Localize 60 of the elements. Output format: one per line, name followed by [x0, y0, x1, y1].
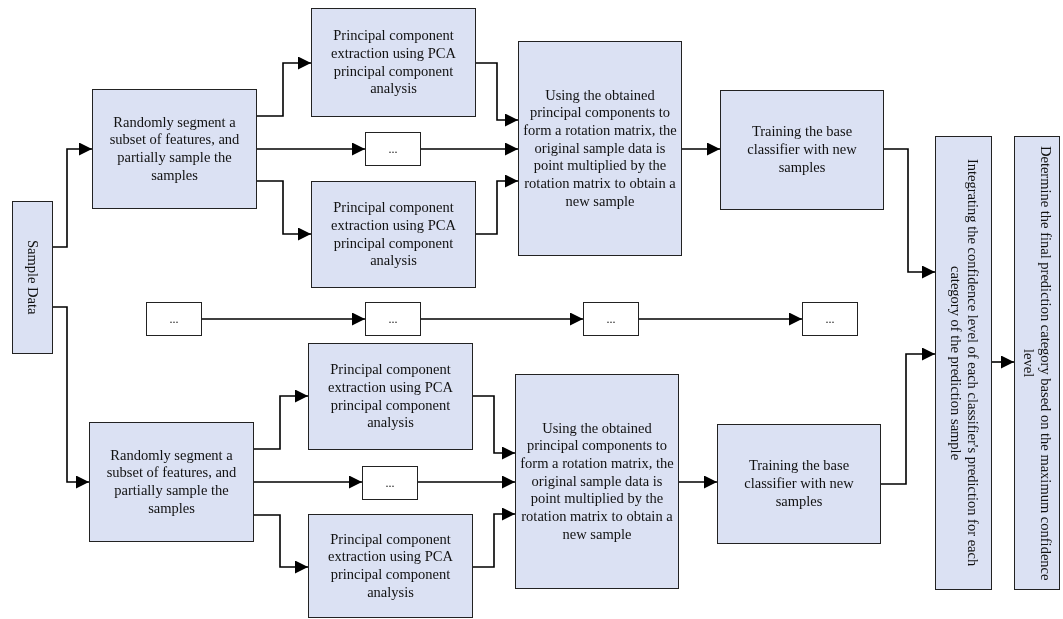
arrow: [638, 312, 803, 326]
arrow: [256, 180, 312, 241]
arrow: [883, 148, 936, 279]
placeholder-box: [583, 302, 639, 336]
process-box: [308, 343, 473, 450]
process-box: [515, 374, 679, 589]
box-text: Sample Data: [24, 240, 42, 315]
box-text: Randomly segment a subset of features, and partially sample the samples: [105, 446, 238, 518]
arrow: [417, 475, 516, 489]
arrow: [880, 347, 936, 485]
box-text: Using the obtained principal components to form a rotation matrix, the original sample data is point multiplied by the rotation matrix to obtain a new sample: [523, 86, 677, 211]
arrow: [475, 174, 519, 235]
box-text: Using the obtained principal components to form a rotation matrix, the original sample data is point multiplied by the rotation matrix to obtain a new sample: [520, 419, 674, 544]
box-text: ...: [385, 475, 395, 491]
arrow: [201, 312, 366, 326]
process-box: [720, 90, 884, 210]
arrow: [472, 507, 516, 568]
process-box: [935, 136, 992, 590]
arrow: [256, 56, 312, 117]
arrow: [52, 306, 90, 489]
arrow: [472, 395, 516, 460]
arrow: [420, 142, 519, 156]
arrow: [256, 142, 366, 156]
placeholder-box: [362, 466, 418, 500]
process-box: [12, 201, 53, 354]
process-box: [311, 181, 476, 288]
box-text: Training the base classifier with new samples: [743, 457, 855, 511]
arrow: [420, 312, 584, 326]
process-box: [89, 422, 254, 542]
box-text: Integrating the confidence level of each classifier's prediction for each category of the prediction sample: [946, 158, 981, 569]
arrow: [253, 389, 309, 450]
box-text: Principal component extraction using PCA principal component analysis: [330, 199, 457, 270]
arrow: [253, 475, 363, 489]
process-box: [308, 514, 473, 618]
box-text: Training the base classifier with new samples: [746, 123, 858, 177]
placeholder-box: [802, 302, 858, 336]
arrow: [678, 475, 718, 489]
process-box: [518, 41, 682, 256]
process-box: [717, 424, 881, 544]
process-box: [311, 8, 476, 117]
arrow: [991, 355, 1015, 369]
box-text: Principal component extraction using PCA principal component analysis: [327, 361, 454, 432]
process-box: [92, 89, 257, 209]
arrow: [475, 62, 519, 127]
box-text: Principal component extraction using PCA principal component analysis: [327, 530, 454, 602]
placeholder-box: [146, 302, 202, 336]
box-text: ...: [825, 311, 835, 327]
arrow: [681, 142, 721, 156]
box-text: ...: [388, 311, 398, 327]
box-text: ...: [169, 311, 179, 327]
process-box: [1014, 136, 1060, 590]
box-text: ...: [606, 311, 616, 327]
arrow: [52, 142, 93, 248]
box-text: ...: [388, 141, 398, 157]
box-text: Randomly segment a subset of features, and partially sample the samples: [108, 113, 241, 185]
box-text: Determine the final prediction category based on the maximum confidence level: [1020, 144, 1055, 583]
placeholder-box: [365, 302, 421, 336]
arrow: [253, 514, 309, 574]
placeholder-box: [365, 132, 421, 166]
box-text: Principal component extraction using PCA principal component analysis: [330, 27, 457, 98]
